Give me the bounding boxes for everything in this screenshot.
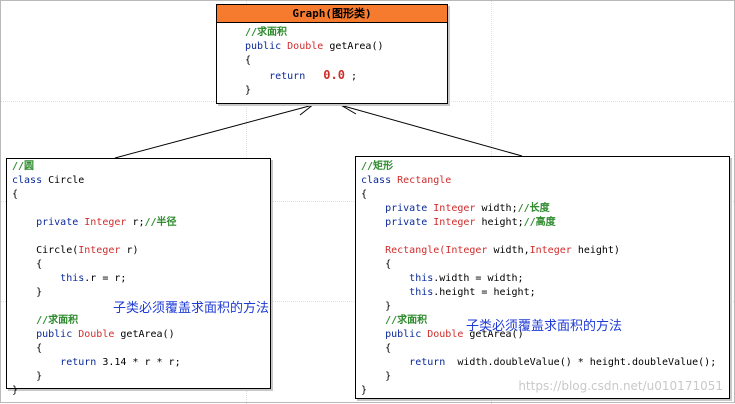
rect-method-comment: //求面积 — [385, 315, 428, 326]
rect-field1-type: Integer — [433, 203, 476, 214]
circle-field-type: Integer — [84, 217, 127, 228]
rect-field1-private: private — [385, 203, 428, 214]
graph-return-keyword: return — [269, 71, 306, 82]
circle-method-name: getArea() — [120, 329, 175, 340]
rectangle-code: //矩形 class Rectangle { private Integer w… — [361, 160, 716, 398]
circle-ctor-arg: r) — [126, 245, 139, 256]
rect-return-keyword: return — [409, 357, 446, 368]
rect-ctor-close: } — [385, 301, 392, 312]
rect-field1-comment: //长度 — [517, 203, 550, 214]
rect-method-public: public — [385, 329, 422, 340]
circle-brace-close: } — [12, 385, 19, 396]
circle-field-name: r; — [132, 217, 145, 228]
circle-class-keyword: class — [12, 175, 43, 186]
circle-ctor-open: { — [36, 259, 43, 270]
graph-return-type: Double — [287, 41, 324, 52]
graph-class-title: Graph(图形类) — [217, 5, 447, 23]
rectangle-arrowhead — [337, 103, 359, 115]
circle-ctor-name: Circle( — [36, 245, 79, 256]
graph-return-value: 0.0 — [323, 68, 345, 82]
rect-method-close: } — [385, 371, 392, 382]
circle-method-close: } — [36, 371, 43, 382]
rectangle-override-note: 子类必须覆盖求面积的方法 — [466, 319, 623, 334]
rect-method-open: { — [385, 343, 392, 354]
circle-arrowhead — [294, 103, 316, 116]
circle-ctor-body: .r = r; — [84, 273, 127, 284]
circle-method-public: public — [36, 329, 73, 340]
rect-class-name: Rectangle — [397, 175, 452, 186]
rect-ctor-type1: Integer — [445, 245, 488, 256]
circle-this-keyword: this — [60, 273, 85, 284]
rect-brace-open: { — [361, 189, 368, 200]
circle-return-keyword: return — [60, 357, 97, 368]
circle-field-private: private — [36, 217, 79, 228]
rect-ctor-type2: Integer — [529, 245, 572, 256]
graph-class-box: Graph(图形类) //求面积 public Double getArea()… — [216, 4, 448, 104]
rect-ctor-name: Rectangle( — [385, 245, 446, 256]
circle-class-box: //圆 class Circle { private Integer r;//半… — [6, 158, 271, 396]
rect-field2-name: height; — [481, 217, 524, 228]
circle-ctor-close: } — [36, 287, 43, 298]
circle-method-open: { — [36, 343, 43, 354]
circle-class-name: Circle — [48, 175, 85, 186]
circle-comment: //圆 — [12, 161, 35, 172]
circle-method-comment: //求面积 — [36, 315, 79, 326]
rect-brace-close: } — [361, 385, 368, 396]
rect-this1-keyword: this — [409, 273, 434, 284]
circle-return-expr: 3.14 * r * r; — [102, 357, 181, 368]
graph-semicolon: ; — [351, 71, 358, 82]
watermark: https://blog.csdn.net/u010171051 — [518, 379, 723, 393]
rect-field2-private: private — [385, 217, 428, 228]
rect-field2-type: Integer — [433, 217, 476, 228]
rect-field1-name: width; — [481, 203, 518, 214]
graph-method-name: getArea() — [329, 41, 384, 52]
rect-this2-keyword: this — [409, 287, 434, 298]
graph-brace-close: } — [245, 85, 252, 96]
circle-brace-open: { — [12, 189, 19, 200]
rect-ctor-line2: .height = height; — [433, 287, 536, 298]
rect-ctor-arg1: width, — [493, 245, 530, 256]
rect-ctor-arg2: height) — [577, 245, 620, 256]
rect-ctor-line1: .width = width; — [433, 273, 524, 284]
circle-ctor-type: Integer — [78, 245, 121, 256]
circle-override-note: 子类必须覆盖求面积的方法 — [113, 301, 270, 316]
rect-class-keyword: class — [361, 175, 392, 186]
circle-method-type: Double — [78, 329, 115, 340]
rect-field2-comment: //高度 — [523, 217, 556, 228]
rect-comment: //矩形 — [361, 161, 394, 172]
rectangle-class-box: //矩形 class Rectangle { private Integer w… — [355, 156, 730, 399]
rect-method-name: getArea() — [469, 329, 524, 340]
graph-public-keyword: public — [245, 41, 282, 52]
circle-to-graph-arrow — [114, 104, 314, 159]
circle-field-comment: //半径 — [144, 217, 177, 228]
circle-code: //圆 class Circle { private Integer r;//半… — [12, 160, 181, 398]
graph-comment: //求面积 — [245, 27, 288, 38]
rectangle-to-graph-arrow — [339, 104, 523, 157]
graph-brace-open: { — [245, 55, 252, 66]
rect-method-type: Double — [427, 329, 464, 340]
graph-code: //求面积 public Double getArea() { return 0… — [245, 26, 384, 98]
rect-return-expr: width.doubleValue() * height.doubleValue… — [457, 357, 717, 368]
rect-ctor-open: { — [385, 259, 392, 270]
